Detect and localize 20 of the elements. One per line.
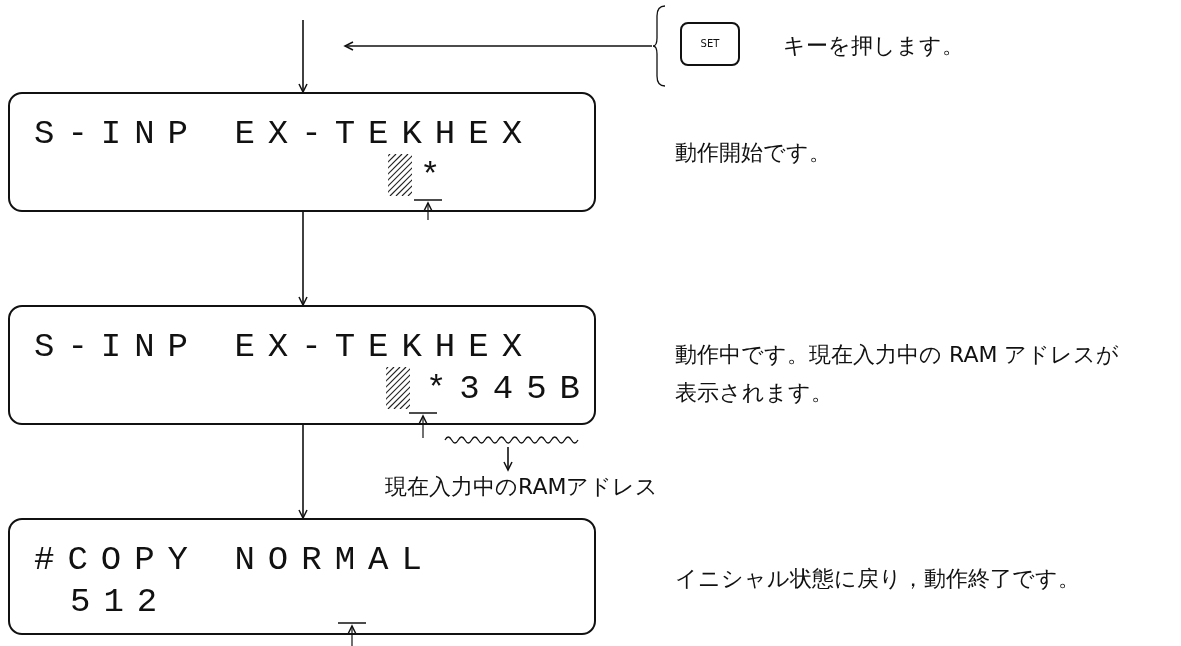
arrow <box>298 211 308 306</box>
display-text: S-INP EX-TEKHEX <box>34 327 536 367</box>
arrow <box>298 19 308 93</box>
lcd-display <box>8 305 596 425</box>
display-text: #COPY NORMAL <box>34 540 435 580</box>
display-text: S-INP EX-TEKHEX <box>34 114 536 154</box>
description-text: 動作中です。現在入力中の RAM アドレスが表示されます。 <box>675 341 1120 407</box>
display-text: *345B <box>425 369 593 409</box>
display-text: 512 <box>70 582 171 622</box>
key-button: SET <box>680 22 740 66</box>
callout-label: 現在入力中のRAMアドレス <box>385 470 659 504</box>
display-text: * <box>420 156 454 196</box>
lcd-display <box>8 518 596 635</box>
description-text: イニシャル状態に戻り，動作終了です。 <box>675 565 1081 593</box>
arrow <box>298 424 308 519</box>
instruction-text: キーを押します。 <box>783 32 964 60</box>
description-text: 動作開始です。 <box>675 139 832 167</box>
arrow <box>503 446 513 471</box>
arrow <box>344 41 653 51</box>
lcd-display <box>8 92 596 212</box>
